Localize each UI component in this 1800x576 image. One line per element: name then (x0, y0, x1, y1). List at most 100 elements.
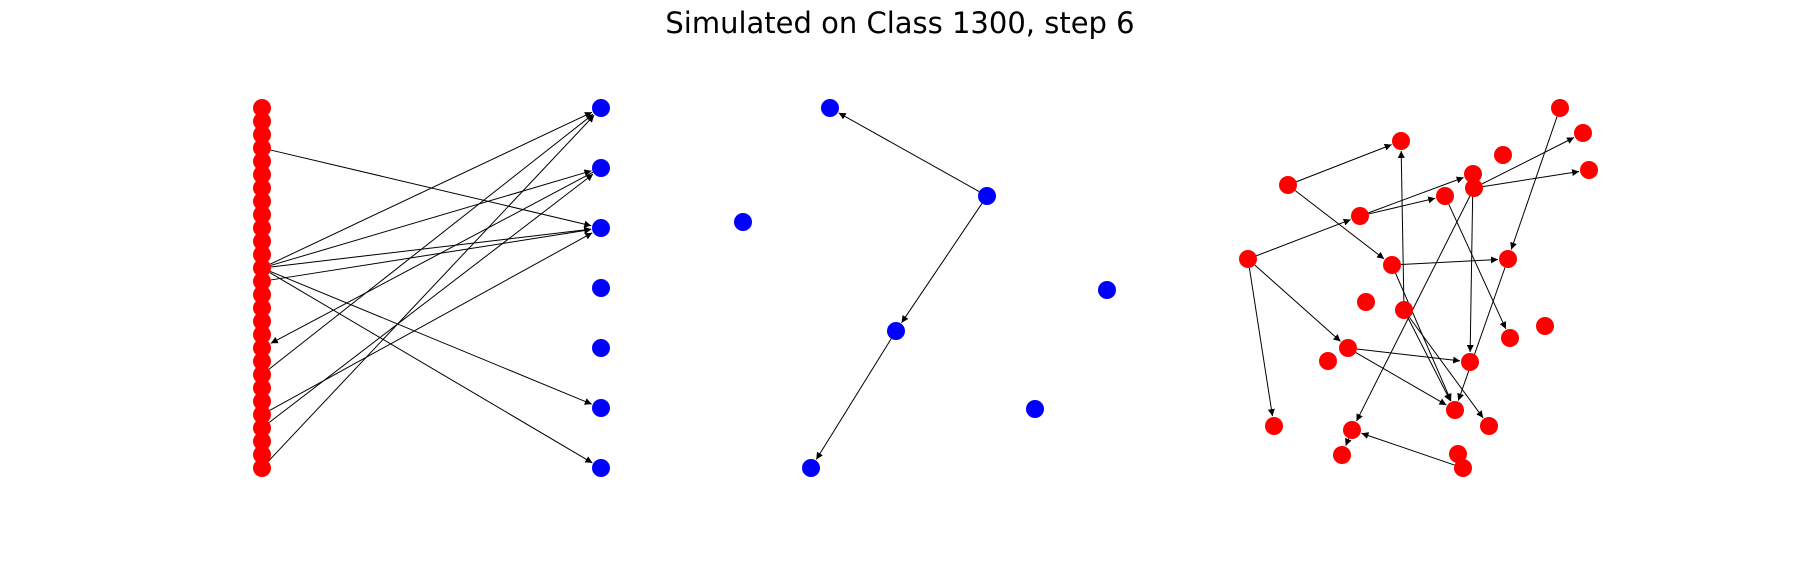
p3-red-node (1461, 353, 1479, 371)
p1-red-node (253, 125, 271, 144)
p3-red-node (1383, 256, 1401, 274)
p3-red-node (1395, 301, 1413, 319)
p3-edge-17 (1510, 116, 1558, 250)
p3-edge-0 (1296, 143, 1392, 183)
p1-red-node (253, 312, 271, 331)
p3-red-node (1454, 459, 1472, 477)
p1-red-node (253, 232, 271, 251)
p3-edge-7 (1254, 264, 1341, 342)
p3-red-node (1501, 329, 1519, 347)
p3-red-node (1319, 352, 1337, 370)
p3-red-node (1551, 99, 1569, 117)
p1-edge-6 (270, 227, 592, 281)
p3-edge-4 (1481, 137, 1575, 185)
p1-red-node (253, 285, 271, 304)
p2-blue-node (1098, 281, 1116, 299)
p1-edge-2 (270, 169, 592, 266)
p2-blue-node (978, 187, 996, 205)
p1-blue-node (592, 459, 610, 477)
p1-red-node (253, 325, 271, 344)
p1-edge-11 (267, 114, 595, 462)
p3-edge-15 (1448, 203, 1507, 330)
p3-edge-1 (1294, 190, 1385, 260)
p3-red-node (1265, 417, 1283, 435)
p2-blue-node (802, 459, 820, 477)
p1-edge-9 (269, 232, 593, 411)
p3-red-node (1446, 401, 1464, 419)
p2-blue-node (887, 322, 905, 340)
p3-edge-21 (1395, 273, 1452, 402)
p3-edge-5 (1482, 169, 1580, 188)
p3-red-node (1536, 317, 1554, 335)
p1-red-node (253, 339, 271, 357)
p1-edge-7 (270, 171, 594, 344)
p3-red-node (1465, 179, 1483, 197)
p3-edge-20 (1361, 432, 1455, 466)
p3-edge-11 (1407, 317, 1451, 402)
p1-blue-node (592, 99, 610, 117)
edges-layer (267, 111, 1580, 466)
p1-red-node (253, 219, 271, 237)
p2-blue-node (821, 99, 839, 117)
p3-red-node (1494, 146, 1512, 164)
p3-red-node (1574, 124, 1592, 142)
p3-edge-10 (1397, 150, 1405, 302)
p1-edge-8 (268, 113, 594, 370)
p1-red-node (253, 272, 271, 291)
p3-edge-18 (1356, 195, 1471, 422)
p3-red-node (1351, 207, 1369, 225)
p1-red-node (253, 432, 271, 451)
p2-edge-1 (901, 203, 983, 323)
p1-red-node (253, 179, 271, 197)
p2-blue-node (734, 213, 752, 231)
p1-blue-node (592, 219, 610, 237)
p1-red-node (253, 112, 271, 131)
p1-red-node (253, 379, 271, 397)
p3-red-node (1357, 293, 1375, 311)
p3-edge-19 (1345, 437, 1352, 446)
p3-red-node (1449, 445, 1467, 463)
p1-edge-5 (269, 272, 593, 464)
p3-red-node (1239, 250, 1257, 268)
p1-red-node (253, 139, 271, 157)
p1-blue-node (592, 339, 610, 357)
p3-red-node (1464, 165, 1482, 183)
p3-edge-13 (1355, 352, 1447, 406)
p3-edge-6 (1256, 218, 1351, 257)
p1-blue-node (592, 399, 610, 417)
p1-red-node (253, 165, 271, 184)
p3-edge-22 (1356, 348, 1461, 364)
p1-red-node (253, 445, 271, 464)
p3-edge-16 (1457, 267, 1506, 401)
p1-edge-1 (269, 111, 593, 265)
p1-red-node (253, 459, 271, 477)
p3-red-node (1436, 187, 1454, 205)
p1-red-node (253, 259, 271, 277)
p2-edge-2 (815, 338, 892, 460)
p3-edge-8 (1248, 267, 1275, 417)
p1-red-node (253, 365, 271, 384)
p1-red-node (253, 192, 271, 211)
figure-title: Simulated on Class 1300, step 6 (665, 6, 1135, 40)
p2-blue-node (1026, 400, 1044, 418)
p3-red-node (1343, 421, 1361, 439)
p3-red-node (1333, 446, 1351, 464)
p1-red-node (253, 299, 271, 317)
p1-red-node (253, 419, 271, 437)
p3-edge-9 (1400, 256, 1499, 266)
p2-edge-0 (838, 112, 980, 193)
p3-red-node (1499, 250, 1517, 268)
p1-red-node (253, 205, 271, 224)
p1-edge-10 (268, 173, 594, 423)
p3-red-node (1339, 339, 1357, 357)
p3-red-node (1279, 176, 1297, 194)
nodes-layer (253, 99, 1598, 477)
p1-red-node (253, 245, 271, 264)
p1-red-node (253, 152, 271, 171)
p3-edge-14 (1466, 182, 1474, 353)
p3-red-node (1480, 417, 1498, 435)
p3-red-node (1580, 161, 1598, 179)
p1-red-node (253, 99, 271, 117)
p1-blue-node (592, 159, 610, 177)
